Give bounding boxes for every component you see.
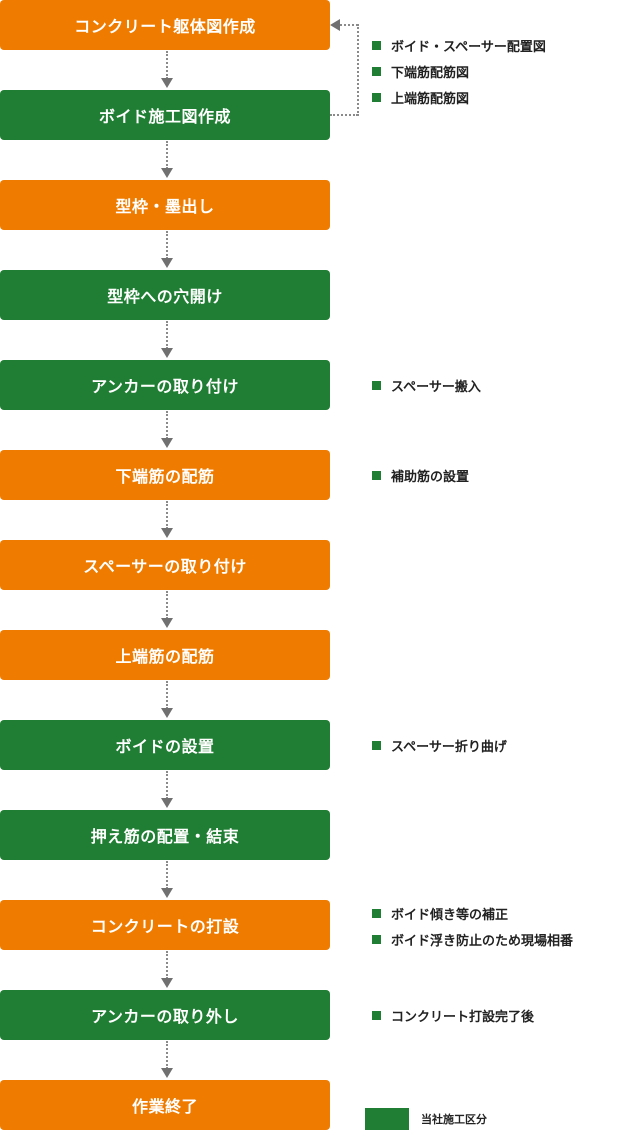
notes-plans: ボイド・スペーサー配置図 下端筋配筋図 上端筋配筋図 bbox=[372, 32, 546, 110]
step-void-drawing: ボイド施工図作成 bbox=[0, 90, 330, 140]
flow-arrow bbox=[161, 680, 173, 720]
note-item: スペーサー搬入 bbox=[372, 372, 481, 398]
step-work-complete: 作業終了 bbox=[0, 1080, 330, 1130]
flow-arrow bbox=[161, 410, 173, 450]
flow-arrow bbox=[161, 230, 173, 270]
step-concrete-pour: コンクリートの打設 bbox=[0, 900, 330, 950]
step-holddown-rebar: 押え筋の配置・結束 bbox=[0, 810, 330, 860]
bullet-square-icon bbox=[372, 740, 381, 750]
note-item: スペーサー折り曲げ bbox=[372, 732, 507, 758]
feedback-loop-arrow bbox=[330, 18, 360, 118]
flow-arrow bbox=[161, 50, 173, 90]
note-item: ボイド傾き等の補正 bbox=[372, 900, 573, 926]
flow-arrow bbox=[161, 1040, 173, 1080]
bullet-square-icon bbox=[372, 66, 381, 76]
step-anchor-install: アンカーの取り付け bbox=[0, 360, 330, 410]
bullet-square-icon bbox=[372, 934, 381, 944]
notes-lower-rebar: 補助筋の設置 bbox=[372, 462, 469, 488]
flow-arrow bbox=[161, 860, 173, 900]
note-item: 下端筋配筋図 bbox=[372, 58, 546, 84]
flow-arrow bbox=[161, 950, 173, 990]
notes-concrete: ボイド傾き等の補正 ボイド浮き防止のため現場相番 bbox=[372, 900, 573, 952]
flow-arrow bbox=[161, 320, 173, 360]
legend: 当社施工区分 bbox=[365, 1108, 487, 1130]
step-void-setting: ボイドの設置 bbox=[0, 720, 330, 770]
bullet-square-icon bbox=[372, 92, 381, 102]
step-upper-rebar: 上端筋の配筋 bbox=[0, 630, 330, 680]
notes-anchor: スペーサー搬入 bbox=[372, 372, 481, 398]
step-concrete-drawing: コンクリート躯体図作成 bbox=[0, 0, 330, 50]
flow-arrow bbox=[161, 500, 173, 540]
step-lower-rebar: 下端筋の配筋 bbox=[0, 450, 330, 500]
note-item: 補助筋の設置 bbox=[372, 462, 469, 488]
bullet-square-icon bbox=[372, 380, 381, 390]
note-item: ボイド・スペーサー配置図 bbox=[372, 32, 546, 58]
legend-swatch bbox=[365, 1108, 409, 1130]
notes-void-setting: スペーサー折り曲げ bbox=[372, 732, 507, 758]
flow-arrow bbox=[161, 140, 173, 180]
step-formwork-drilling: 型枠への穴開け bbox=[0, 270, 330, 320]
bullet-square-icon bbox=[372, 470, 381, 480]
flow-arrow bbox=[161, 590, 173, 630]
bullet-square-icon bbox=[372, 1010, 381, 1020]
bullet-square-icon bbox=[372, 40, 381, 50]
note-item: 上端筋配筋図 bbox=[372, 84, 546, 110]
flow-arrow bbox=[161, 770, 173, 810]
note-item: コンクリート打設完了後 bbox=[372, 1002, 534, 1028]
step-anchor-removal: アンカーの取り外し bbox=[0, 990, 330, 1040]
bullet-square-icon bbox=[372, 908, 381, 918]
note-item: ボイド浮き防止のため現場相番 bbox=[372, 926, 573, 952]
step-spacer-install: スペーサーの取り付け bbox=[0, 540, 330, 590]
notes-anchor-removal: コンクリート打設完了後 bbox=[372, 1002, 534, 1028]
legend-label: 当社施工区分 bbox=[421, 1113, 487, 1126]
step-formwork-marking: 型枠・墨出し bbox=[0, 180, 330, 230]
